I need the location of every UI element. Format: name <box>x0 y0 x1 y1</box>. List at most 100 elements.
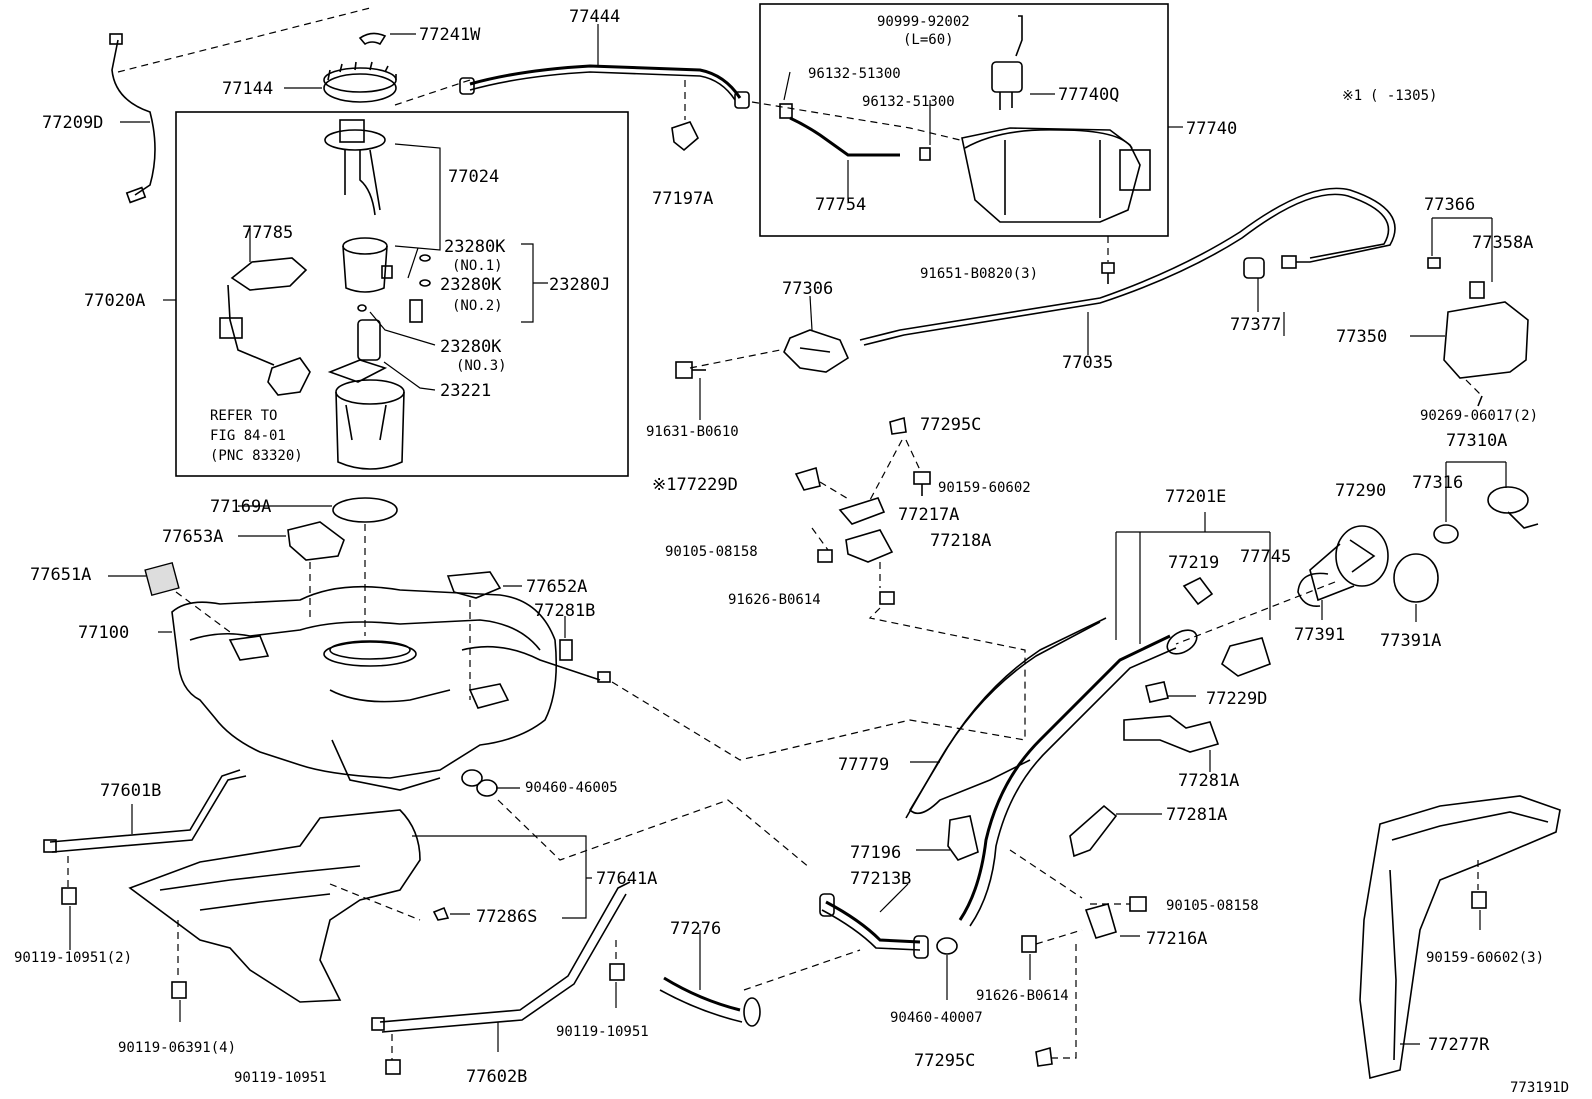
hose-77213B <box>819 893 929 959</box>
ring-77391A <box>1393 553 1439 603</box>
valve-77740Q <box>991 61 1023 110</box>
bolt-90119-b <box>171 981 187 999</box>
label-77241W: 77241W <box>419 25 481 45</box>
label-77281B: 77281B <box>534 601 595 621</box>
screw-90269 <box>1477 395 1483 407</box>
pump-housing <box>335 379 405 470</box>
fuel-cap-77310A <box>1487 486 1539 529</box>
label-77366: 77366 <box>1424 195 1475 215</box>
label-90460-a: 90460-46005 <box>525 780 618 796</box>
lid-cable-77035 <box>859 187 1396 346</box>
clip-77286S <box>432 906 450 921</box>
label-77306: 77306 <box>782 279 833 299</box>
hose-90999 <box>1015 15 1023 57</box>
clip-77229D <box>1145 681 1169 703</box>
label-no3: (NO.3) <box>456 358 507 374</box>
inlet-77290 <box>1309 525 1389 602</box>
pump-assembly-frame <box>175 111 629 477</box>
label-77391: 77391 <box>1294 625 1345 645</box>
pad-77651A <box>144 561 180 597</box>
lock-77377 <box>1243 257 1265 279</box>
label-77740Q: 77740Q <box>1058 85 1119 105</box>
clamp-90460-40007 <box>936 937 958 955</box>
label-77020A: 77020A <box>84 291 145 311</box>
label-77601B: 77601B <box>100 781 161 801</box>
label-90269: 90269-06017(2) <box>1420 408 1538 424</box>
label-77444: 77444 <box>569 7 620 27</box>
label-77169A: 77169A <box>210 497 271 517</box>
label-77358A: 77358A <box>1472 233 1533 253</box>
label-77281A-a: 77281A <box>1178 771 1239 791</box>
label-77197A: 77197A <box>652 189 713 209</box>
seal-77316 <box>1433 524 1459 544</box>
label-91626-b: 91626-B0614 <box>976 988 1069 1004</box>
pump-flange-77024 <box>324 119 386 216</box>
note-text: ( -1305) <box>1370 88 1437 104</box>
label-91631: 91631-B0610 <box>646 424 739 440</box>
label-77290: 77290 <box>1335 481 1386 501</box>
label-77277R: 77277R <box>1428 1035 1490 1055</box>
label-77295C-bottom: 77295C <box>914 1051 975 1071</box>
label-77144: 77144 <box>222 79 273 99</box>
band-77602B <box>371 881 631 1033</box>
gasket-77169A <box>332 497 398 523</box>
clip-77295C-lower <box>1035 1046 1053 1067</box>
label-23280K-1: 23280K <box>444 237 506 257</box>
label-90105-b: 90105-08158 <box>1166 898 1259 914</box>
band-77601B <box>43 769 247 853</box>
label-77217A: 77217A <box>898 505 959 525</box>
bolt-90119-c <box>609 963 625 981</box>
label-23280K-3: 23280K <box>440 337 502 357</box>
ring-77391 <box>1297 572 1329 608</box>
bolt-90159-lower <box>1471 891 1487 909</box>
label-90119-c: 90119-10951 <box>556 1024 649 1040</box>
fender-liner-77277R <box>1359 795 1561 1080</box>
label-90159-a: 90159-60602 <box>938 480 1031 496</box>
small-seals <box>357 254 431 323</box>
bolt-90159 <box>913 471 931 496</box>
label-91651: 91651-B0820(3) <box>920 266 1038 282</box>
hose-77444 <box>459 64 750 109</box>
fuel-tank-77100 <box>171 585 558 791</box>
label-77310A: 77310A <box>1446 431 1507 451</box>
label-77745: 77745 <box>1240 547 1291 567</box>
hose-77276 <box>659 976 761 1027</box>
bracket-77217A <box>838 497 886 525</box>
label-90105-a: 90105-08158 <box>665 544 758 560</box>
sender-wire-77209D <box>109 33 156 204</box>
label-23280K-2: 23280K <box>440 275 502 295</box>
label-no2: (NO.2) <box>452 298 503 314</box>
label-96132-b: 96132-51300 <box>862 94 955 110</box>
retainer-ring-77144 <box>323 61 397 103</box>
label-77652A: 77652A <box>526 577 587 597</box>
label-77281A-b: 77281A <box>1166 805 1227 825</box>
label-77785: 77785 <box>242 223 293 243</box>
label-90119-b: 90119-06391(4) <box>118 1040 236 1056</box>
label-77651A: 77651A <box>30 565 91 585</box>
label-23280J: 23280J <box>549 275 610 295</box>
bolt-90105-upper <box>817 549 833 563</box>
bolt-91626-upper <box>879 591 895 605</box>
label-77779: 77779 <box>838 755 889 775</box>
label-l60: (L=60) <box>903 32 954 48</box>
filler-pipe-77201E <box>958 629 1198 927</box>
label-77196: 77196 <box>850 843 901 863</box>
label-77216A: 77216A <box>1146 929 1207 949</box>
clip-77229D-upper <box>794 466 821 491</box>
hose-77754 <box>779 103 900 157</box>
bracket-77281A-a <box>1123 715 1220 753</box>
label-23221: 23221 <box>440 381 491 401</box>
label-77213B: 77213B <box>850 869 911 889</box>
label-77350: 77350 <box>1336 327 1387 347</box>
label-90119-d: 90119-10951 <box>234 1070 327 1086</box>
clip-77241W <box>358 32 387 46</box>
bolt-91631 <box>675 361 706 379</box>
bolt-90105-lower <box>1129 896 1147 912</box>
canister-assembly-frame <box>759 3 1169 237</box>
bolt-90119-d <box>385 1059 401 1075</box>
label-90159-b: 90159-60602(3) <box>1426 950 1544 966</box>
bolt-91651 <box>1101 262 1115 284</box>
label-77641A: 77641A <box>596 869 657 889</box>
